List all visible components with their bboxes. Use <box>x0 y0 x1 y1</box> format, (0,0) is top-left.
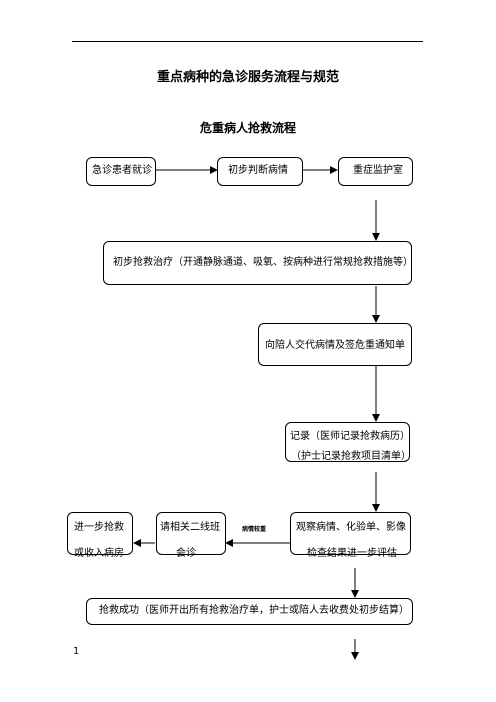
box-icu-label: 重症监护室 <box>353 165 403 176</box>
record-line-2: （护士记录抢救项目清单） <box>291 451 411 462</box>
consult-line-1: 请相关二线班 <box>160 522 220 533</box>
box-initial-assessment: 初步判断病情 <box>217 157 303 186</box>
arrow-label: 病情较重 <box>242 526 267 533</box>
box-observe <box>290 512 411 555</box>
header-rule <box>72 41 423 42</box>
observe-line-2: 检查结果进一步评估 <box>307 548 397 559</box>
section-title: 危重病人抢救流程 <box>199 121 296 135</box>
further-line-1: 进一步抢救 <box>74 522 124 533</box>
box-initial-treatment: 初步抢救治疗（开通静脉通道、吸氧、按病种进行常规抢救措施等） <box>103 241 413 285</box>
box-patient-arrival-label: 急诊患者就诊 <box>92 165 152 176</box>
consult-line-2: 会诊 <box>176 548 196 559</box>
box-rescue-success-label: 抢救成功（医师开出所有抢救治疗单，护士或陪人去收费处初步结算） <box>99 605 409 616</box>
box-patient-arrival: 急诊患者就诊 <box>86 157 156 186</box>
further-line-2: 或收入病房 <box>74 548 124 559</box>
box-icu: 重症监护室 <box>338 157 413 186</box>
box-rescue-success: 抢救成功（医师开出所有抢救治疗单，护士或陪人去收费处初步结算） <box>86 598 413 625</box>
box-initial-assessment-label: 初步判断病情 <box>228 165 288 176</box>
box-notify-family: 向陪人交代病情及签危重通知单 <box>258 323 412 366</box>
document-title: 重点病种的急诊服务流程与规范 <box>156 70 339 85</box>
box-initial-treatment-label: 初步抢救治疗（开通静脉通道、吸氧、按病种进行常规抢救措施等） <box>113 257 413 268</box>
page-number: 1 <box>73 646 80 657</box>
box-notify-family-label: 向陪人交代病情及签危重通知单 <box>265 340 405 351</box>
observe-line-1: 观察病情、化验单、影像 <box>296 522 406 533</box>
box-record <box>285 422 410 462</box>
box-further-rescue <box>67 512 133 555</box>
record-line-1: 记录（医师记录抢救病历） <box>290 431 410 442</box>
box-consult <box>156 512 226 555</box>
